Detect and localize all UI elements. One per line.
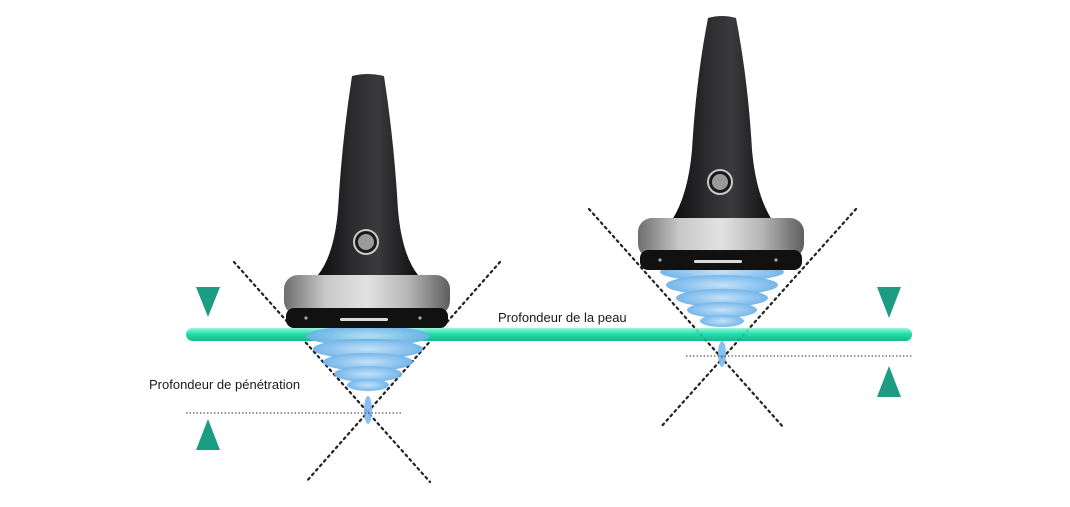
right-ultrasound-waves	[660, 263, 784, 367]
left-arrow-down-icon	[196, 287, 220, 317]
right-probe-group	[587, 16, 912, 430]
right-probe	[638, 16, 804, 270]
skin-depth-label: Profondeur de la peau	[498, 310, 627, 325]
left-probe	[284, 74, 450, 328]
penetration-depth-label: Profondeur de pénétration	[149, 377, 301, 392]
left-focus-cone	[232, 260, 502, 484]
left-ultrasound-waves	[306, 326, 430, 424]
right-focus-cone	[587, 207, 858, 430]
left-probe-group	[186, 74, 912, 484]
right-arrow-down-icon	[877, 287, 901, 318]
right-arrow-up-icon	[877, 366, 901, 397]
left-arrow-up-icon	[196, 419, 220, 450]
